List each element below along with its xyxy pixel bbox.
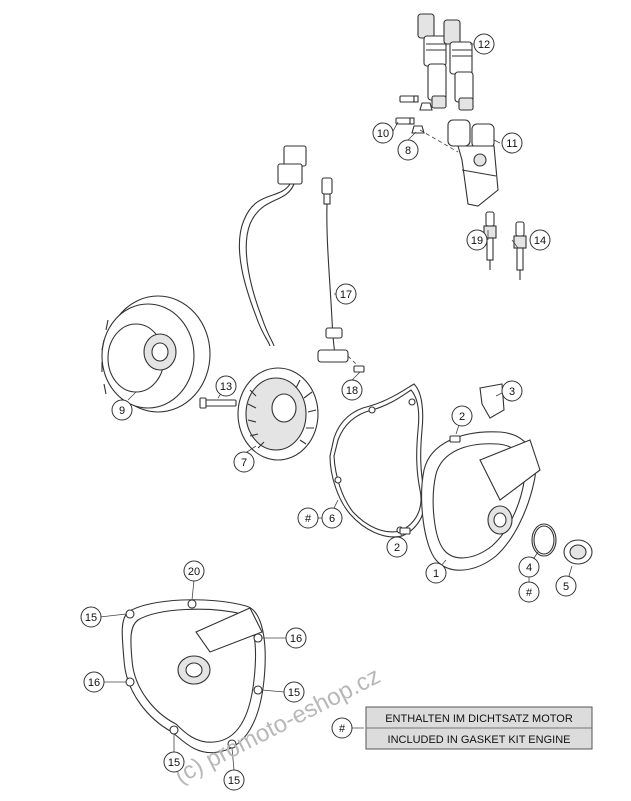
callout-19: 19 <box>466 229 488 251</box>
callout-15-bottom-right: 15 <box>223 769 245 791</box>
svg-text:7: 7 <box>241 457 247 469</box>
svg-text:6: 6 <box>329 513 335 525</box>
legend-symbol: # <box>339 723 346 735</box>
svg-text:13: 13 <box>220 381 232 393</box>
callout-4-hash: # <box>518 581 540 603</box>
ignition-cover-inner <box>399 383 541 571</box>
sensor-cable <box>317 177 365 373</box>
svg-text:3: 3 <box>509 386 515 398</box>
svg-text:18: 18 <box>346 385 358 397</box>
callout-13: 13 <box>215 375 237 397</box>
callout-9: 9 <box>111 399 133 421</box>
svg-text:15: 15 <box>288 687 300 699</box>
svg-text:8: 8 <box>405 145 411 157</box>
stator-wiring <box>238 145 307 347</box>
svg-text:17: 17 <box>340 289 352 301</box>
callout-10: 10 <box>372 122 394 144</box>
callout-20: 20 <box>183 560 205 582</box>
svg-text:#: # <box>305 513 312 525</box>
svg-text:5: 5 <box>563 581 569 593</box>
sensor-housing <box>447 119 499 207</box>
ignition-cover-outer <box>121 599 266 754</box>
svg-text:16: 16 <box>88 677 100 689</box>
callout-2-lower: 2 <box>386 536 408 558</box>
svg-text:11: 11 <box>506 138 517 150</box>
spark-plugs <box>483 211 527 280</box>
ignition-coil-pair <box>417 13 474 111</box>
svg-text:14: 14 <box>534 235 546 247</box>
callout-6: 6 <box>321 507 343 529</box>
legend: ENTHALTEN IM DICHTSATZ MOTOR INCLUDED IN… <box>331 706 593 750</box>
svg-text:16: 16 <box>290 633 302 645</box>
callout-3: 3 <box>501 380 523 402</box>
svg-text:2: 2 <box>394 542 400 554</box>
callout-7: 7 <box>233 451 255 473</box>
legend-symbol-callout <box>331 717 353 739</box>
svg-text:12: 12 <box>478 39 490 51</box>
flywheel-rotor <box>101 295 211 413</box>
svg-text:15: 15 <box>228 775 240 787</box>
callout-18: 18 <box>341 379 363 401</box>
callout-17: 17 <box>335 283 357 305</box>
svg-text:19: 19 <box>471 235 483 247</box>
callout-15-top-left: 15 <box>80 606 102 628</box>
legend-line-en: INCLUDED IN GASKET KIT ENGINE <box>388 734 571 746</box>
stator <box>199 367 319 461</box>
small-bolts <box>395 95 459 153</box>
cover-gasket <box>329 383 426 538</box>
svg-text:10: 10 <box>377 128 389 140</box>
callout-4: 4 <box>518 556 540 578</box>
callout-1: 1 <box>425 562 447 584</box>
leader-lines <box>99 43 573 771</box>
callout-5: 5 <box>555 575 577 597</box>
svg-text:4: 4 <box>526 562 532 574</box>
legend-line-de: ENTHALTEN IM DICHTSATZ MOTOR <box>385 713 573 725</box>
callout-6-hash: # <box>297 507 319 529</box>
callout-8: 8 <box>397 139 419 161</box>
svg-text:2: 2 <box>459 411 465 423</box>
svg-text:15: 15 <box>85 612 97 624</box>
svg-text:1: 1 <box>433 568 439 580</box>
svg-text:#: # <box>526 587 533 599</box>
callout-15-right: 15 <box>283 681 305 703</box>
svg-text:9: 9 <box>119 405 125 417</box>
callout-2-upper: 2 <box>451 405 473 427</box>
callout-16-right: 16 <box>285 627 307 649</box>
callout-14: 14 <box>529 229 551 251</box>
o-ring-and-plug <box>531 523 593 565</box>
callout-11: 11 <box>501 132 523 154</box>
callouts: 12 10 8 11 19 14 17 9 13 18 3 2 7 6 # 2 … <box>80 33 577 791</box>
callout-12: 12 <box>473 33 495 55</box>
callout-16-left: 16 <box>83 671 105 693</box>
callout-15-bottom-left: 15 <box>163 751 185 773</box>
svg-text:15: 15 <box>168 757 180 769</box>
svg-text:20: 20 <box>188 566 200 578</box>
